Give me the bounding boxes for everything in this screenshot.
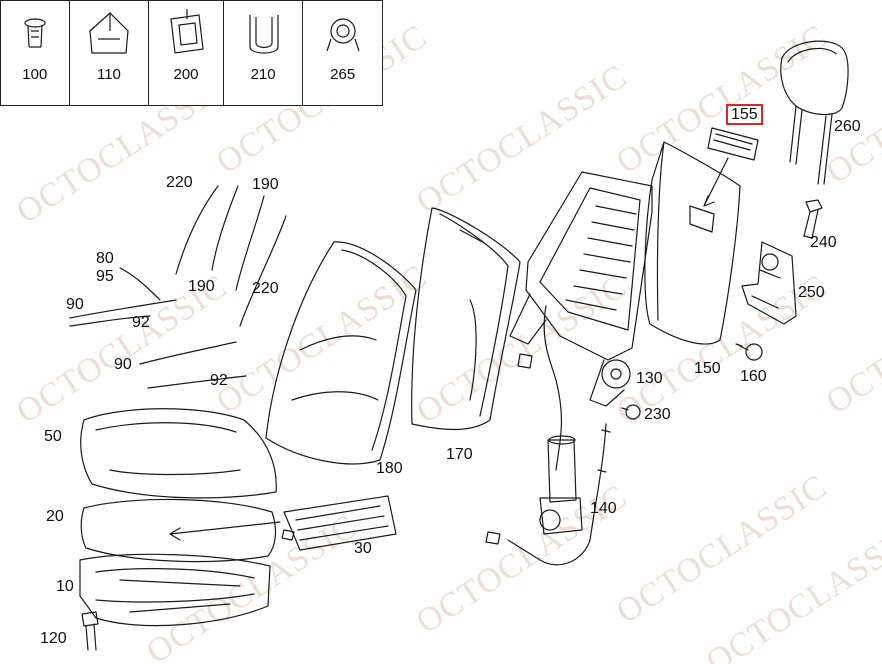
callout-220[interactable]: 220	[166, 174, 193, 191]
legend-label: 210	[250, 66, 276, 83]
seat-motor-part	[485, 305, 611, 566]
callout-95[interactable]: 95	[96, 268, 114, 285]
callout-20[interactable]: 20	[46, 508, 64, 525]
callout-90[interactable]: 90	[66, 296, 84, 313]
seat-pad-part	[80, 498, 281, 563]
callout-250[interactable]: 250	[798, 284, 825, 301]
seat-cushion-part	[80, 408, 277, 499]
backrest-cover-part	[644, 141, 741, 345]
callout-230[interactable]: 230	[644, 406, 671, 423]
callout-170[interactable]: 170	[446, 446, 473, 463]
headrest-guide-part	[803, 199, 823, 239]
seat-frame-part	[79, 553, 271, 627]
callout-120[interactable]: 120	[40, 630, 67, 647]
hose-clip-icon	[326, 18, 360, 52]
callout-160[interactable]: 160	[740, 368, 767, 385]
backrest-frame-part	[509, 171, 653, 407]
callout-150[interactable]: 150	[694, 360, 721, 377]
fastener-legend: 100 110 200 210 265	[0, 0, 383, 106]
wire-parts	[69, 185, 287, 389]
legend-label: 110	[96, 66, 121, 83]
legend-cell-200: 200	[149, 1, 224, 105]
bolt-part	[81, 611, 99, 651]
callout-240[interactable]: 240	[810, 234, 837, 251]
callout-30[interactable]: 30	[354, 540, 372, 557]
callout-50[interactable]: 50	[44, 428, 62, 445]
callout-220[interactable]: 220	[252, 280, 279, 297]
legend-cell-210: 210	[224, 1, 304, 105]
callout-90[interactable]: 90	[114, 356, 132, 373]
callout-92[interactable]: 92	[132, 314, 150, 331]
callout-180[interactable]: 180	[376, 460, 403, 477]
callout-155[interactable]: 155	[726, 104, 763, 125]
heating-mat-part	[281, 495, 397, 551]
callout-130[interactable]: 130	[636, 370, 663, 387]
backrest-pad-part	[265, 241, 417, 465]
u-clip-icon	[249, 15, 279, 54]
legend-label: 200	[173, 66, 199, 83]
legend-label: 265	[330, 66, 356, 83]
legend-cell-265: 265	[303, 1, 382, 105]
legend-cell-110: 110	[70, 1, 150, 105]
callout-80[interactable]: 80	[96, 250, 114, 267]
screw-part	[621, 343, 763, 420]
backrest-panel-part	[411, 207, 521, 431]
adjuster-bracket-part	[741, 241, 797, 325]
legend-cell-100: 100	[1, 1, 70, 105]
callout-10[interactable]: 10	[56, 578, 74, 595]
callout-190[interactable]: 190	[188, 278, 215, 295]
lumbar-pad-part	[703, 127, 759, 207]
legend-label: 100	[22, 66, 48, 83]
callout-260[interactable]: 260	[834, 118, 861, 135]
callout-190[interactable]: 190	[252, 176, 279, 193]
callout-140[interactable]: 140	[590, 500, 617, 517]
clamp-icon	[170, 9, 204, 54]
callout-92[interactable]: 92	[210, 372, 228, 389]
headrest-part	[780, 40, 849, 185]
push-rivet-icon	[24, 18, 46, 48]
spring-clip-icon	[89, 12, 129, 54]
